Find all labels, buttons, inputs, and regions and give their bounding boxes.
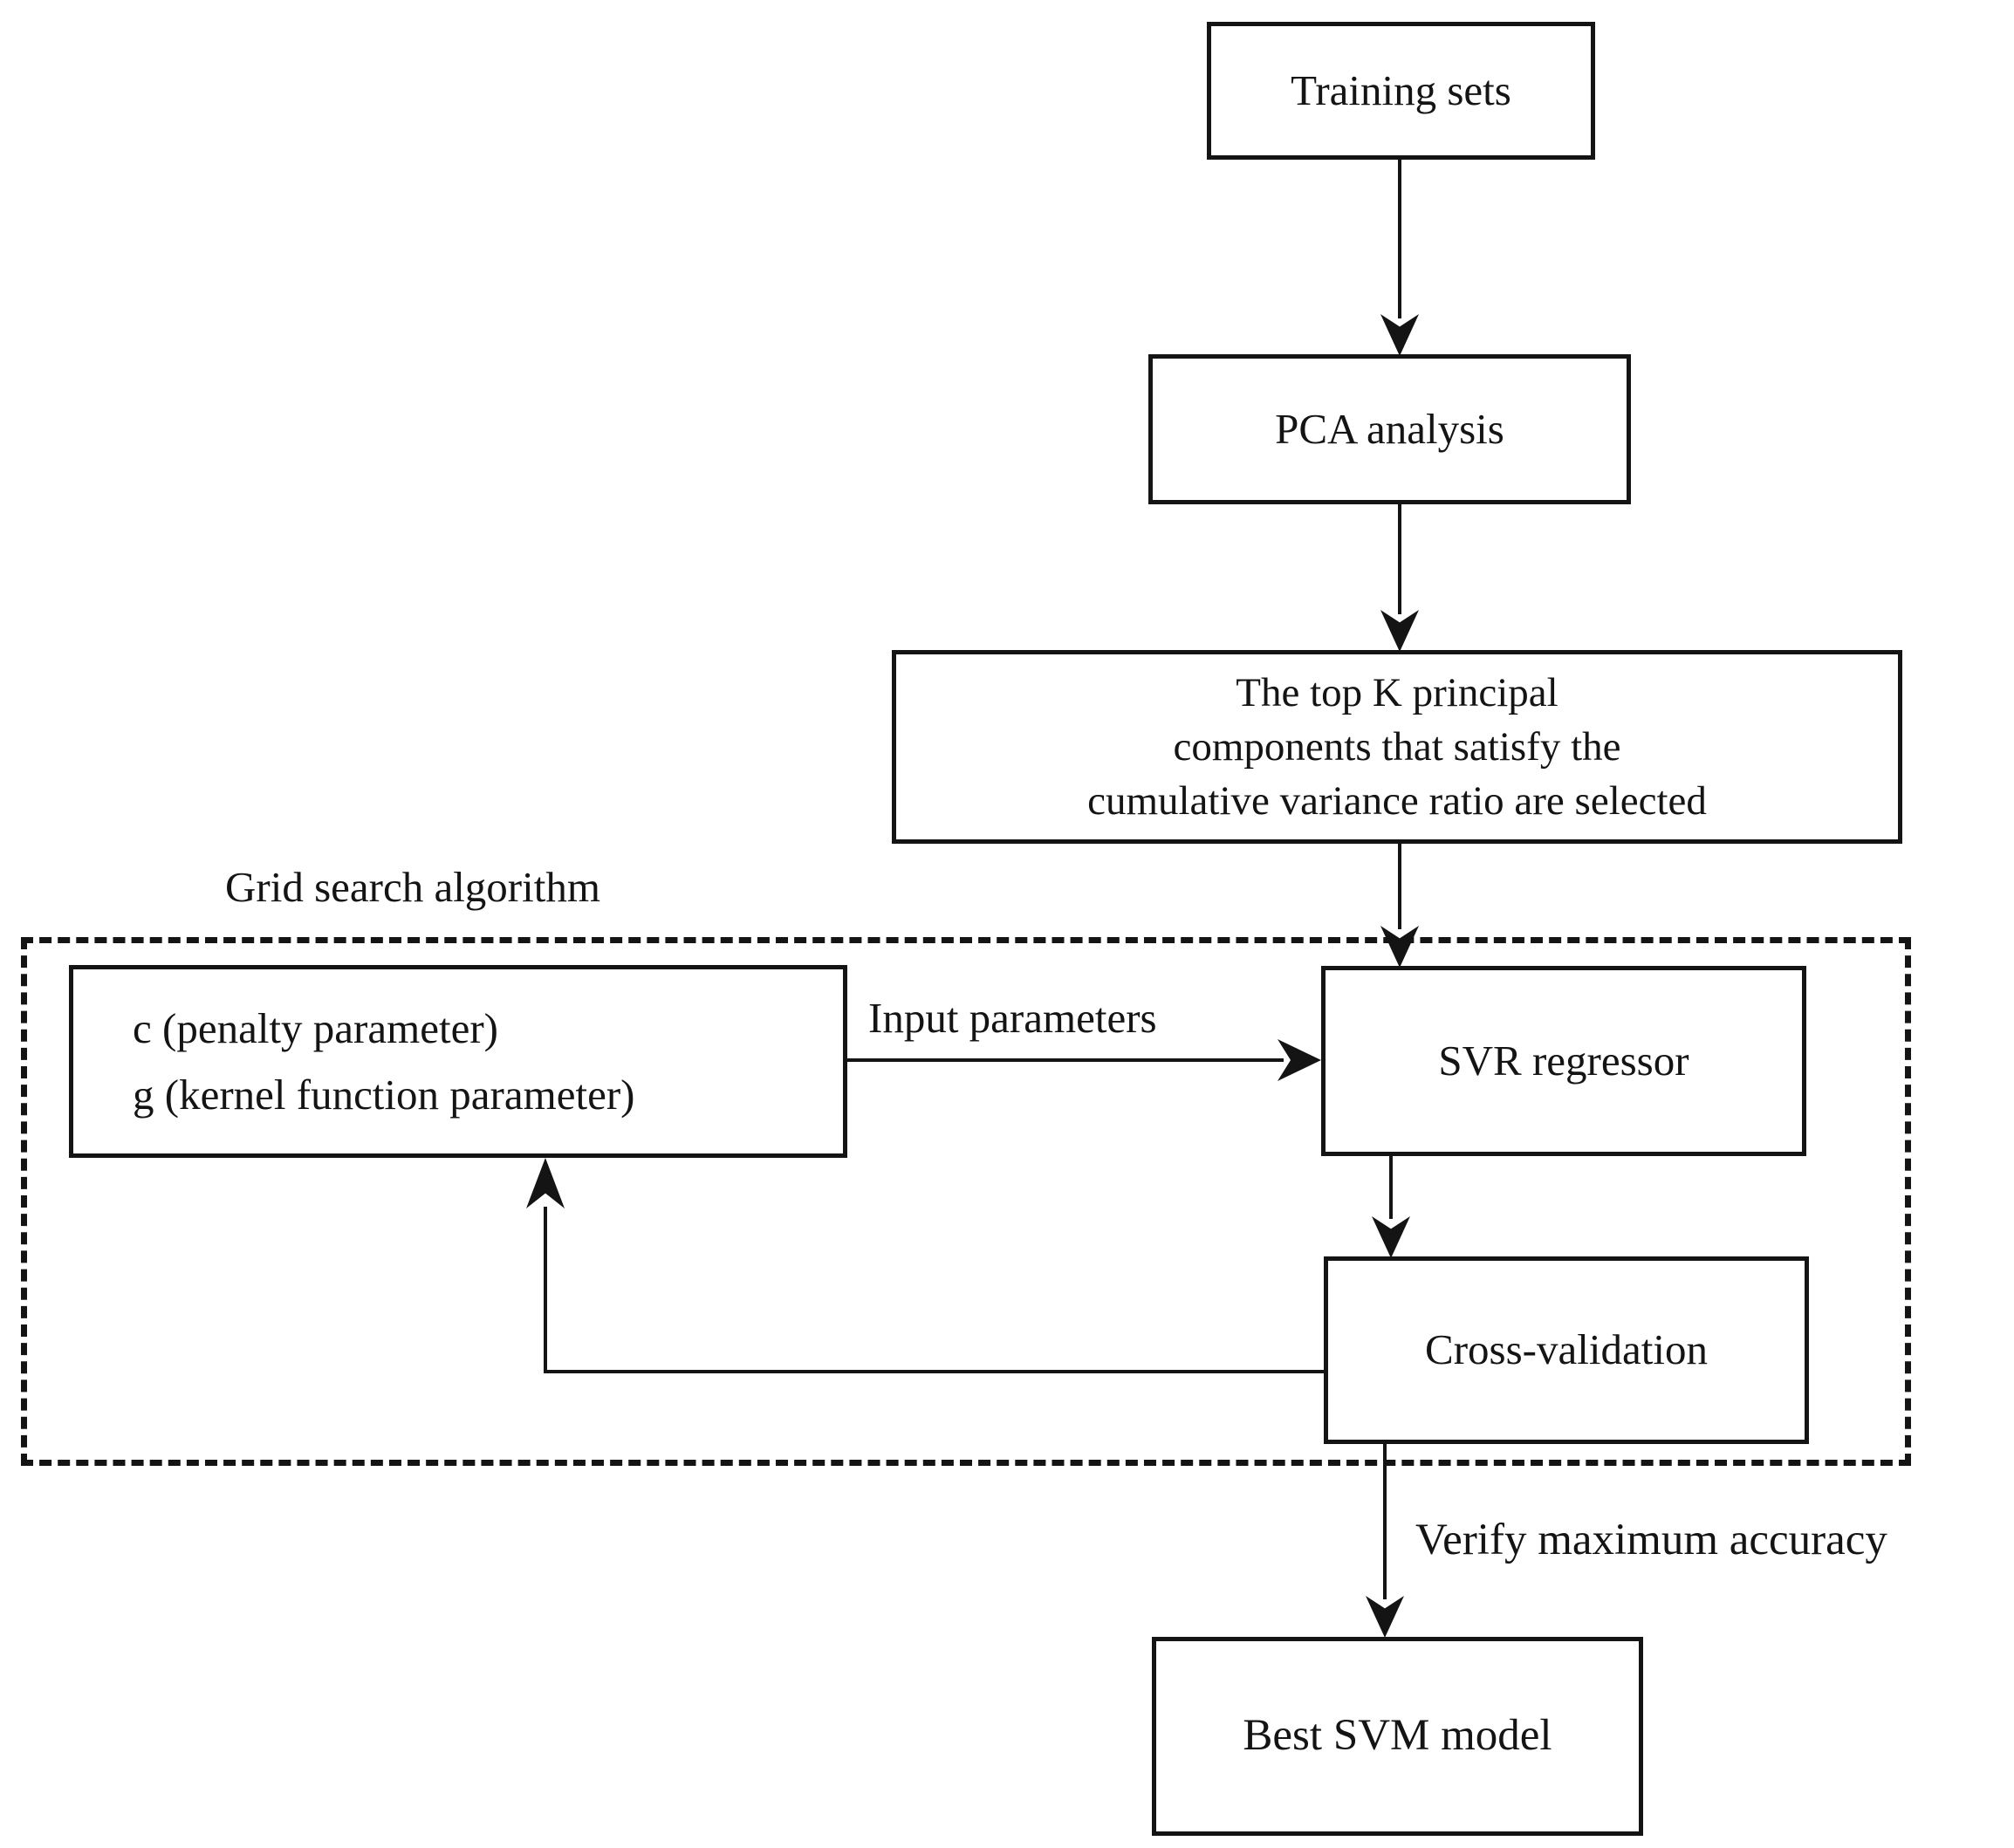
cg-line-g: g (kernel function parameter): [133, 1070, 635, 1119]
arrowhead-down-icon: [1380, 314, 1419, 356]
feedback-line-vertical: [544, 1207, 547, 1373]
arrow-line-training-to-pca: [1398, 160, 1401, 318]
node-best-svm-model-label: Best SVM model: [1243, 1711, 1552, 1761]
grid-search-label: Grid search algorithm: [225, 863, 600, 911]
node-pca-analysis: PCA analysis: [1148, 354, 1631, 504]
arrowhead-down-icon: [1380, 610, 1419, 652]
node-cross-validation-label: Cross-validation: [1425, 1325, 1708, 1374]
top-k-line-1: The top K principal: [1236, 669, 1558, 715]
node-top-k-components: The top K principal components that sati…: [892, 650, 1902, 844]
arrow-line-svr-to-cv: [1389, 1156, 1393, 1219]
node-svr-regressor-label: SVR regressor: [1438, 1036, 1689, 1085]
cg-line-c: c (penalty parameter): [133, 1003, 498, 1052]
node-best-svm-model: Best SVM model: [1152, 1637, 1643, 1836]
node-svr-regressor: SVR regressor: [1321, 966, 1806, 1156]
top-k-line-2: components that satisfy the: [1173, 723, 1621, 770]
arrowhead-down-icon: [1366, 1596, 1404, 1638]
verify-maximum-accuracy-label: Verify maximum accuracy: [1415, 1516, 1887, 1564]
node-training-sets: Training sets: [1207, 22, 1595, 160]
top-k-line-3: cumulative variance ratio are selected: [1087, 778, 1707, 825]
node-cg-parameters-label: c (penalty parameter) g (kernel function…: [133, 996, 634, 1128]
arrow-line-pca-to-topk: [1398, 503, 1401, 614]
arrow-line-params-to-svr: [847, 1058, 1284, 1062]
arrow-line-cv-to-best: [1383, 1444, 1387, 1599]
arrow-line-topk-to-svr: [1398, 842, 1401, 929]
feedback-line-horizontal: [544, 1370, 1324, 1373]
node-pca-analysis-label: PCA analysis: [1275, 404, 1504, 453]
node-cross-validation: Cross-validation: [1324, 1256, 1809, 1444]
node-top-k-components-label: The top K principal components that sati…: [1087, 666, 1707, 828]
node-training-sets-label: Training sets: [1291, 65, 1511, 114]
grid-search-dashed-container: [21, 937, 1911, 1466]
input-parameters-label: Input parameters: [868, 994, 1157, 1042]
node-cg-parameters: c (penalty parameter) g (kernel function…: [69, 965, 847, 1158]
